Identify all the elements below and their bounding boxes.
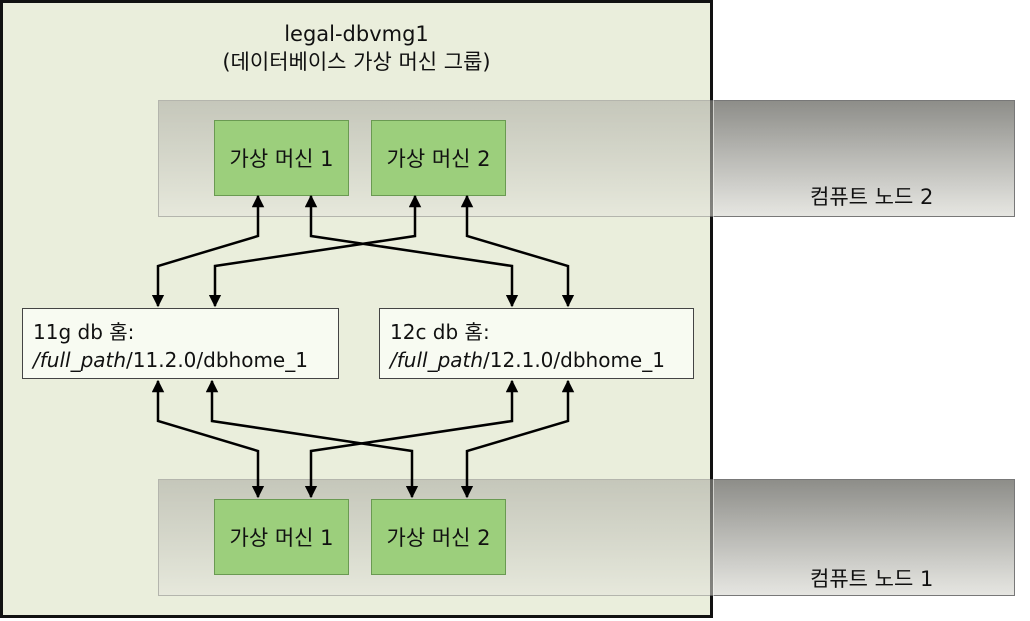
vm-node2-1: 가상 머신 1 bbox=[214, 120, 349, 196]
vm-label: 가상 머신 1 bbox=[229, 526, 334, 550]
arrow-vm2-1-to-12c bbox=[304, 194, 519, 308]
db-home-12c-path: /full_path/12.1.0/dbhome_1 bbox=[390, 346, 693, 374]
vm-node1-1: 가상 머신 1 bbox=[214, 499, 349, 575]
db-home-11g-path-suffix: /11.2.0/dbhome_1 bbox=[126, 348, 308, 372]
vm-label: 가상 머신 2 bbox=[386, 526, 491, 550]
db-home-11g-path-prefix: /full_path bbox=[33, 348, 127, 372]
vm-label: 가상 머신 1 bbox=[229, 147, 334, 171]
arrow-vm2-2-to-12c bbox=[460, 194, 575, 308]
db-home-12c: 12c db 홈: /full_path/12.1.0/dbhome_1 bbox=[379, 308, 694, 379]
db-home-11g-label: 11g db 홈: bbox=[33, 320, 135, 344]
db-home-11g: 11g db 홈: /full_path/11.2.0/dbhome_1 bbox=[22, 308, 339, 379]
db-home-12c-path-suffix: /12.1.0/dbhome_1 bbox=[483, 348, 665, 372]
vm-group-subtitle: (데이터베이스 가상 머신 그룹) bbox=[222, 50, 491, 74]
arrow-12c-to-vm1-2 bbox=[460, 379, 575, 499]
db-home-12c-path-prefix: /full_path bbox=[390, 348, 484, 372]
vm-node2-2: 가상 머신 2 bbox=[371, 120, 506, 196]
arrow-11g-to-vm1-1 bbox=[151, 379, 265, 499]
vm-node1-2: 가상 머신 2 bbox=[371, 499, 506, 575]
compute-node-1-label: 컴퓨트 노드 1 bbox=[810, 567, 934, 591]
arrow-vm2-2-to-11g bbox=[208, 194, 422, 308]
vm-group-title: legal-dbvmg1 bbox=[284, 22, 429, 46]
arrow-vm2-1-to-11g bbox=[151, 194, 265, 308]
db-home-12c-label: 12c db 홈: bbox=[390, 320, 490, 344]
db-home-11g-path: /full_path/11.2.0/dbhome_1 bbox=[33, 346, 338, 374]
vm-label: 가상 머신 2 bbox=[386, 147, 491, 171]
compute-node-2-label: 컴퓨트 노드 2 bbox=[810, 185, 934, 209]
